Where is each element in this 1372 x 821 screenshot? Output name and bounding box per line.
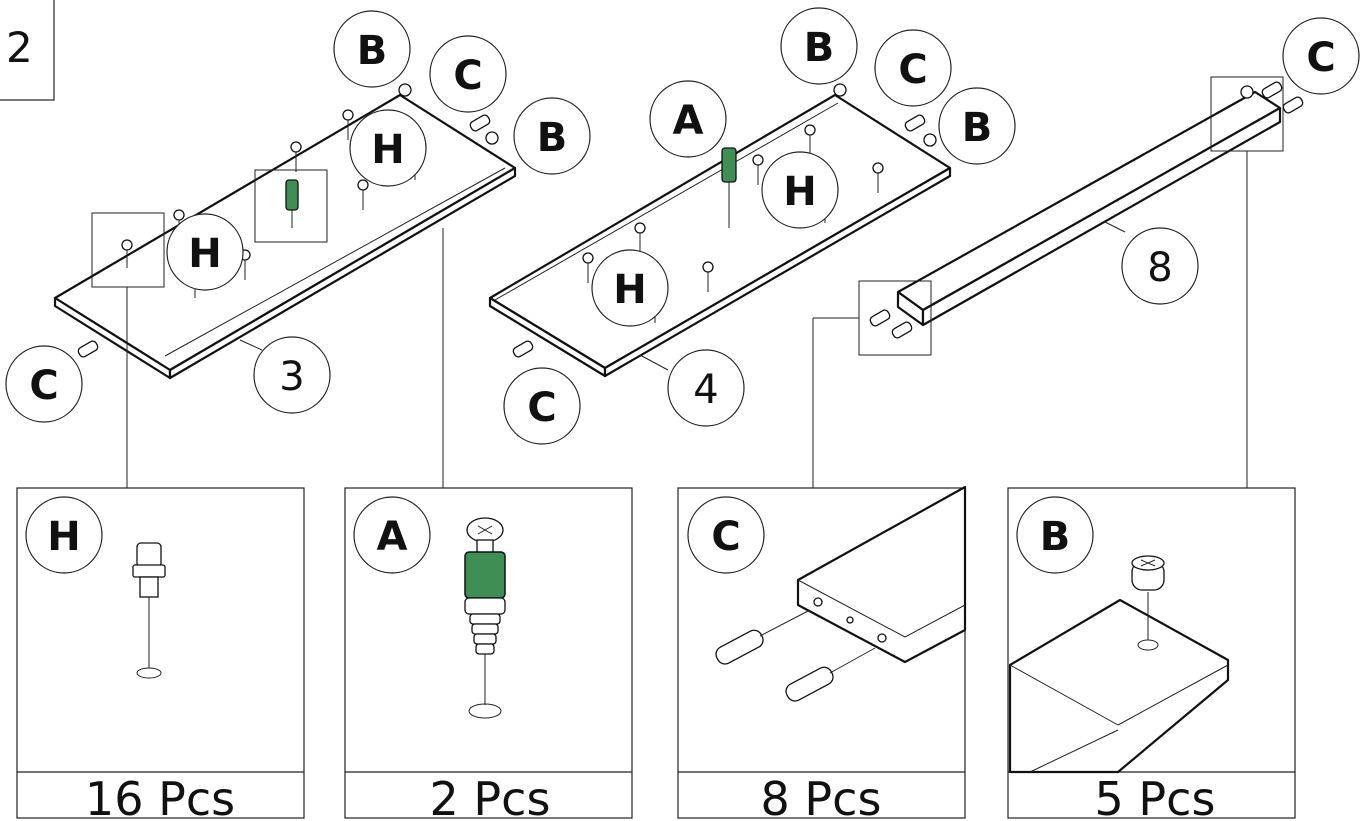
detail-b-letter: B [1040,514,1071,560]
bubbles: B C B H H C 3 A B C B H H C 4 C 8 [5,7,1360,445]
svg-text:A: A [673,98,704,144]
step-number-box: 2 [0,0,55,101]
board-4-pins [512,83,937,358]
svg-text:C: C [1306,35,1335,81]
bubble-h-lower-3: H [166,213,244,291]
bubble-b-right-4: B [938,87,1016,165]
svg-text:C: C [453,53,482,99]
cam-bolt-a-icon [464,517,506,719]
svg-text:C: C [29,363,58,409]
dowel-c-icon [715,485,967,702]
detail-panel-b: B 5 Pcs [1007,487,1296,821]
bubble-a-4: A [649,80,727,158]
bubble-h-upper-3: H [349,109,427,187]
detail-c-count: 8 Pcs [761,772,882,821]
bubble-part-4: 4 [667,349,745,427]
bubble-h-lower-4: H [591,249,669,327]
svg-text:H: H [188,231,221,277]
step-number: 2 [6,23,33,72]
bubble-part-8: 8 [1121,227,1199,305]
board-3 [53,83,517,488]
board-3-detail-box-h [91,212,165,288]
pin-h-icon [132,542,166,679]
bubble-c-top-4: C [874,29,952,107]
cam-lock-b-icon [1008,555,1230,774]
detail-a-count: 2 Pcs [430,772,551,821]
svg-text:8: 8 [1147,245,1172,291]
svg-text:C: C [527,385,556,431]
bubble-h-upper-4: H [761,151,839,229]
svg-text:C: C [898,47,927,93]
detail-panel-c: C 8 Pcs [677,485,967,821]
svg-text:3: 3 [279,354,304,400]
bubble-b-top-4: B [780,7,858,85]
bubble-b-right-3: B [513,97,591,175]
svg-text:H: H [783,169,816,215]
svg-text:B: B [962,105,993,151]
svg-text:B: B [537,115,568,161]
bubble-b-top-3: B [333,10,411,88]
detail-panel-a: A 2 Pcs [344,487,633,821]
detail-h-count: 16 Pcs [85,772,235,821]
svg-text:H: H [371,127,404,173]
svg-text:4: 4 [693,367,718,413]
svg-text:B: B [357,28,388,74]
bubble-part-3: 3 [253,336,331,414]
detail-h-letter: H [47,514,80,560]
svg-text:H: H [613,267,646,313]
detail-b-count: 5 Pcs [1095,772,1216,821]
svg-text:B: B [804,25,835,71]
bubble-c-8: C [1282,17,1360,95]
detail-a-letter: A [377,514,408,560]
board-3-detail-box-a [254,169,328,243]
detail-c-letter: C [711,514,740,560]
detail-panel-h: H 16 Pcs [16,487,305,821]
bubble-c-top-3: C [429,35,507,113]
bubble-c-left-3: C [5,345,83,423]
bubble-c-left-4: C [503,367,581,445]
board-8 [812,76,1304,488]
